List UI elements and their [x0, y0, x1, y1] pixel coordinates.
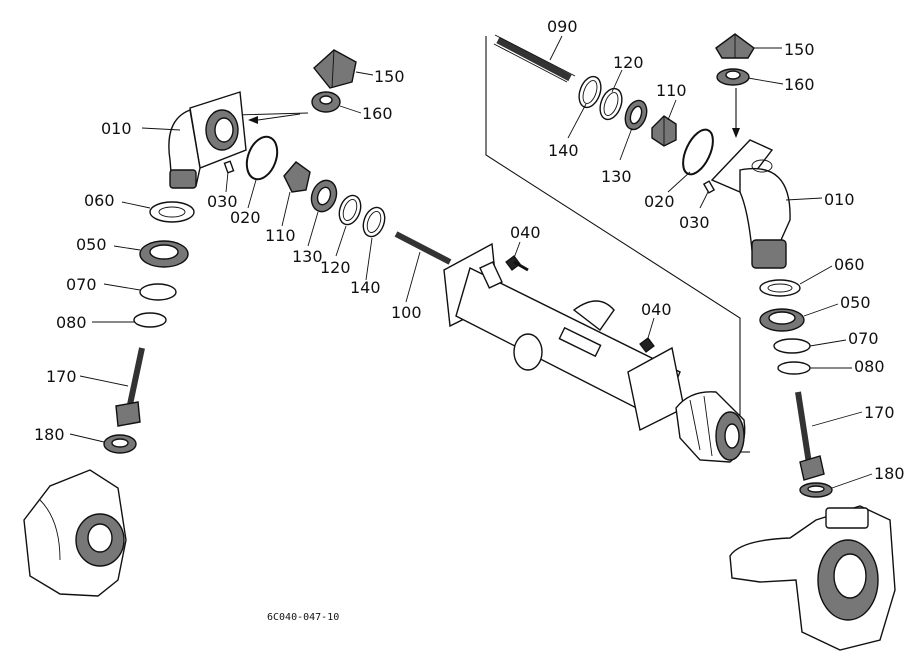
bevel-gear-110-left — [283, 161, 311, 193]
label-180-right: 180 — [874, 464, 905, 483]
label-170-left: 170 — [46, 367, 77, 386]
shaft-170-left — [115, 347, 145, 427]
seal-060-left — [149, 201, 195, 223]
ring-070-right — [773, 338, 811, 354]
shaft-090 — [493, 34, 576, 83]
bearing-160-right — [716, 68, 750, 86]
ring-120-top — [599, 87, 623, 121]
label-150-left: 150 — [374, 67, 405, 86]
label-060-left: 060 — [84, 191, 115, 210]
label-040-top: 040 — [510, 223, 541, 242]
label-130-left: 130 — [292, 247, 323, 266]
label-170-right: 170 — [864, 403, 895, 422]
label-110-left: 110 — [265, 226, 296, 245]
bearing-180-right — [799, 482, 833, 498]
snap-ring-140-left — [362, 206, 386, 238]
label-020-left: 020 — [230, 208, 261, 227]
bearing-050-left — [139, 240, 189, 268]
bearing-130-left — [310, 179, 338, 213]
seal-060-right — [759, 279, 801, 297]
assembly-guide-lines — [235, 36, 750, 453]
arrow-down-right — [732, 88, 740, 138]
label-160-right: 160 — [784, 75, 815, 94]
bevel-gear-110-top — [651, 115, 677, 147]
bearing-130-top — [624, 99, 648, 131]
label-150-right: 150 — [784, 40, 815, 59]
label-010-left: 010 — [101, 119, 132, 138]
label-160-left: 160 — [362, 104, 393, 123]
label-040-mid: 040 — [641, 300, 672, 319]
figure-code: 6C040-047-10 — [267, 612, 339, 623]
label-140-left: 140 — [350, 278, 381, 297]
label-090: 090 — [547, 17, 578, 36]
label-120-left: 120 — [320, 258, 351, 277]
label-110-top: 110 — [656, 81, 687, 100]
label-140-top: 140 — [548, 141, 579, 160]
o-ring-020-right — [682, 128, 714, 176]
shaft-170-right — [795, 391, 825, 481]
snap-ring-080-right — [777, 361, 811, 375]
label-080-right: 080 — [854, 357, 885, 376]
label-060-right: 060 — [834, 255, 865, 274]
label-070-right: 070 — [848, 329, 879, 348]
label-010-right: 010 — [824, 190, 855, 209]
o-ring-020-left — [245, 135, 279, 181]
bearing-180-left — [103, 434, 137, 454]
label-030-right: 030 — [679, 213, 710, 232]
label-030-left: 030 — [207, 192, 238, 211]
part-labels: 090 150 160 150 160 120 110 140 130 020 … — [34, 17, 905, 483]
bevel-gear-150-right — [715, 33, 755, 59]
axle-housing-tube — [443, 242, 685, 432]
bevel-gear-150-left — [313, 49, 357, 89]
bearing-050-right — [759, 308, 805, 332]
label-080-left: 080 — [56, 313, 87, 332]
dowel-030-left — [223, 160, 235, 174]
label-180-left: 180 — [34, 425, 65, 444]
snap-ring-080-left — [133, 312, 167, 328]
knuckle-housing-left — [23, 469, 127, 597]
leader-lines — [69, 35, 873, 489]
label-050-right: 050 — [840, 293, 871, 312]
bolt-040-top — [505, 255, 529, 272]
arrow-left-case — [248, 113, 301, 124]
label-100: 100 — [391, 303, 422, 322]
axle-shaft-100 — [394, 231, 452, 265]
knuckle-housing-right — [729, 505, 896, 651]
ring-070-left — [139, 283, 177, 301]
bolt-040-mid — [639, 337, 655, 353]
label-050-left: 050 — [76, 235, 107, 254]
bearing-160-left — [311, 91, 341, 113]
dowel-030-right — [702, 180, 716, 194]
ring-120-left — [338, 194, 362, 226]
label-020-right: 020 — [644, 192, 675, 211]
differential-assembly — [675, 391, 746, 463]
label-120-top: 120 — [613, 53, 644, 72]
gear-case-010-right — [710, 139, 791, 269]
label-130-top: 130 — [601, 167, 632, 186]
gear-case-010-left — [168, 91, 247, 189]
label-070-left: 070 — [66, 275, 97, 294]
